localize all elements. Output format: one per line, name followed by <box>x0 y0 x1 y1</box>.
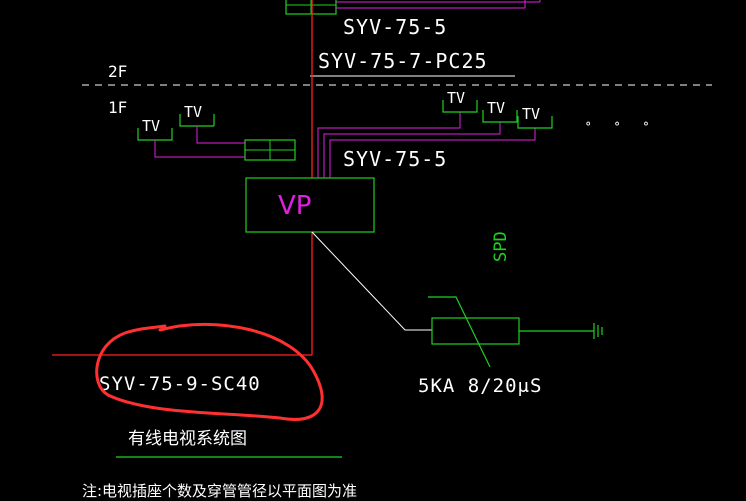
spd-connection-line <box>311 231 432 331</box>
tv-outlet-label: TV <box>142 117 160 135</box>
tv-outlet-label: TV <box>447 89 465 107</box>
spd-label: SPD <box>491 231 511 262</box>
cable-label-riser: SYV-75-7-PC25 <box>318 49 488 73</box>
tv-outlet-label: TV <box>487 99 505 117</box>
vp-branch-line-2 <box>323 122 501 178</box>
tv-outlet-right-2: TV <box>482 99 518 123</box>
floor-label-1f: 1F <box>108 98 127 117</box>
ground-symbol <box>593 323 603 339</box>
vp-label: VP <box>278 191 311 221</box>
tv-outlet-right-3: TV <box>517 105 553 129</box>
vp-branch-line-3 <box>329 128 536 178</box>
surge-protector-box <box>431 317 520 345</box>
cable-label-upper-branch: SYV-75-5 <box>343 15 447 39</box>
surge-protector-varistor <box>428 296 491 368</box>
cable-label-entry: SYV-75-9-SC40 <box>99 373 261 395</box>
tv-outlet-label: TV <box>184 103 202 121</box>
footnote: 注:电视插座个数及穿管管径以平面图为准 <box>82 482 357 500</box>
more-outlets-ellipsis: ˚ ˚ ˚ <box>584 121 656 138</box>
diagram-title: 有线电视系统图 <box>128 429 247 449</box>
tv-outlet-left-1: TV <box>137 117 245 158</box>
floor-label-2f: 2F <box>108 62 127 81</box>
tv-outlet-label: TV <box>522 105 540 123</box>
vp-branch-line-1 <box>317 112 461 178</box>
tv-outlet-left-2: TV <box>179 103 245 144</box>
tv-outlet-right-1: TV <box>442 89 478 113</box>
annotation-circle <box>95 322 324 421</box>
cable-label-vp-branch: SYV-75-5 <box>343 147 447 171</box>
spd-rating-label: 5KA 8/20μS <box>418 375 542 397</box>
vp-amplifier-box <box>245 177 375 233</box>
